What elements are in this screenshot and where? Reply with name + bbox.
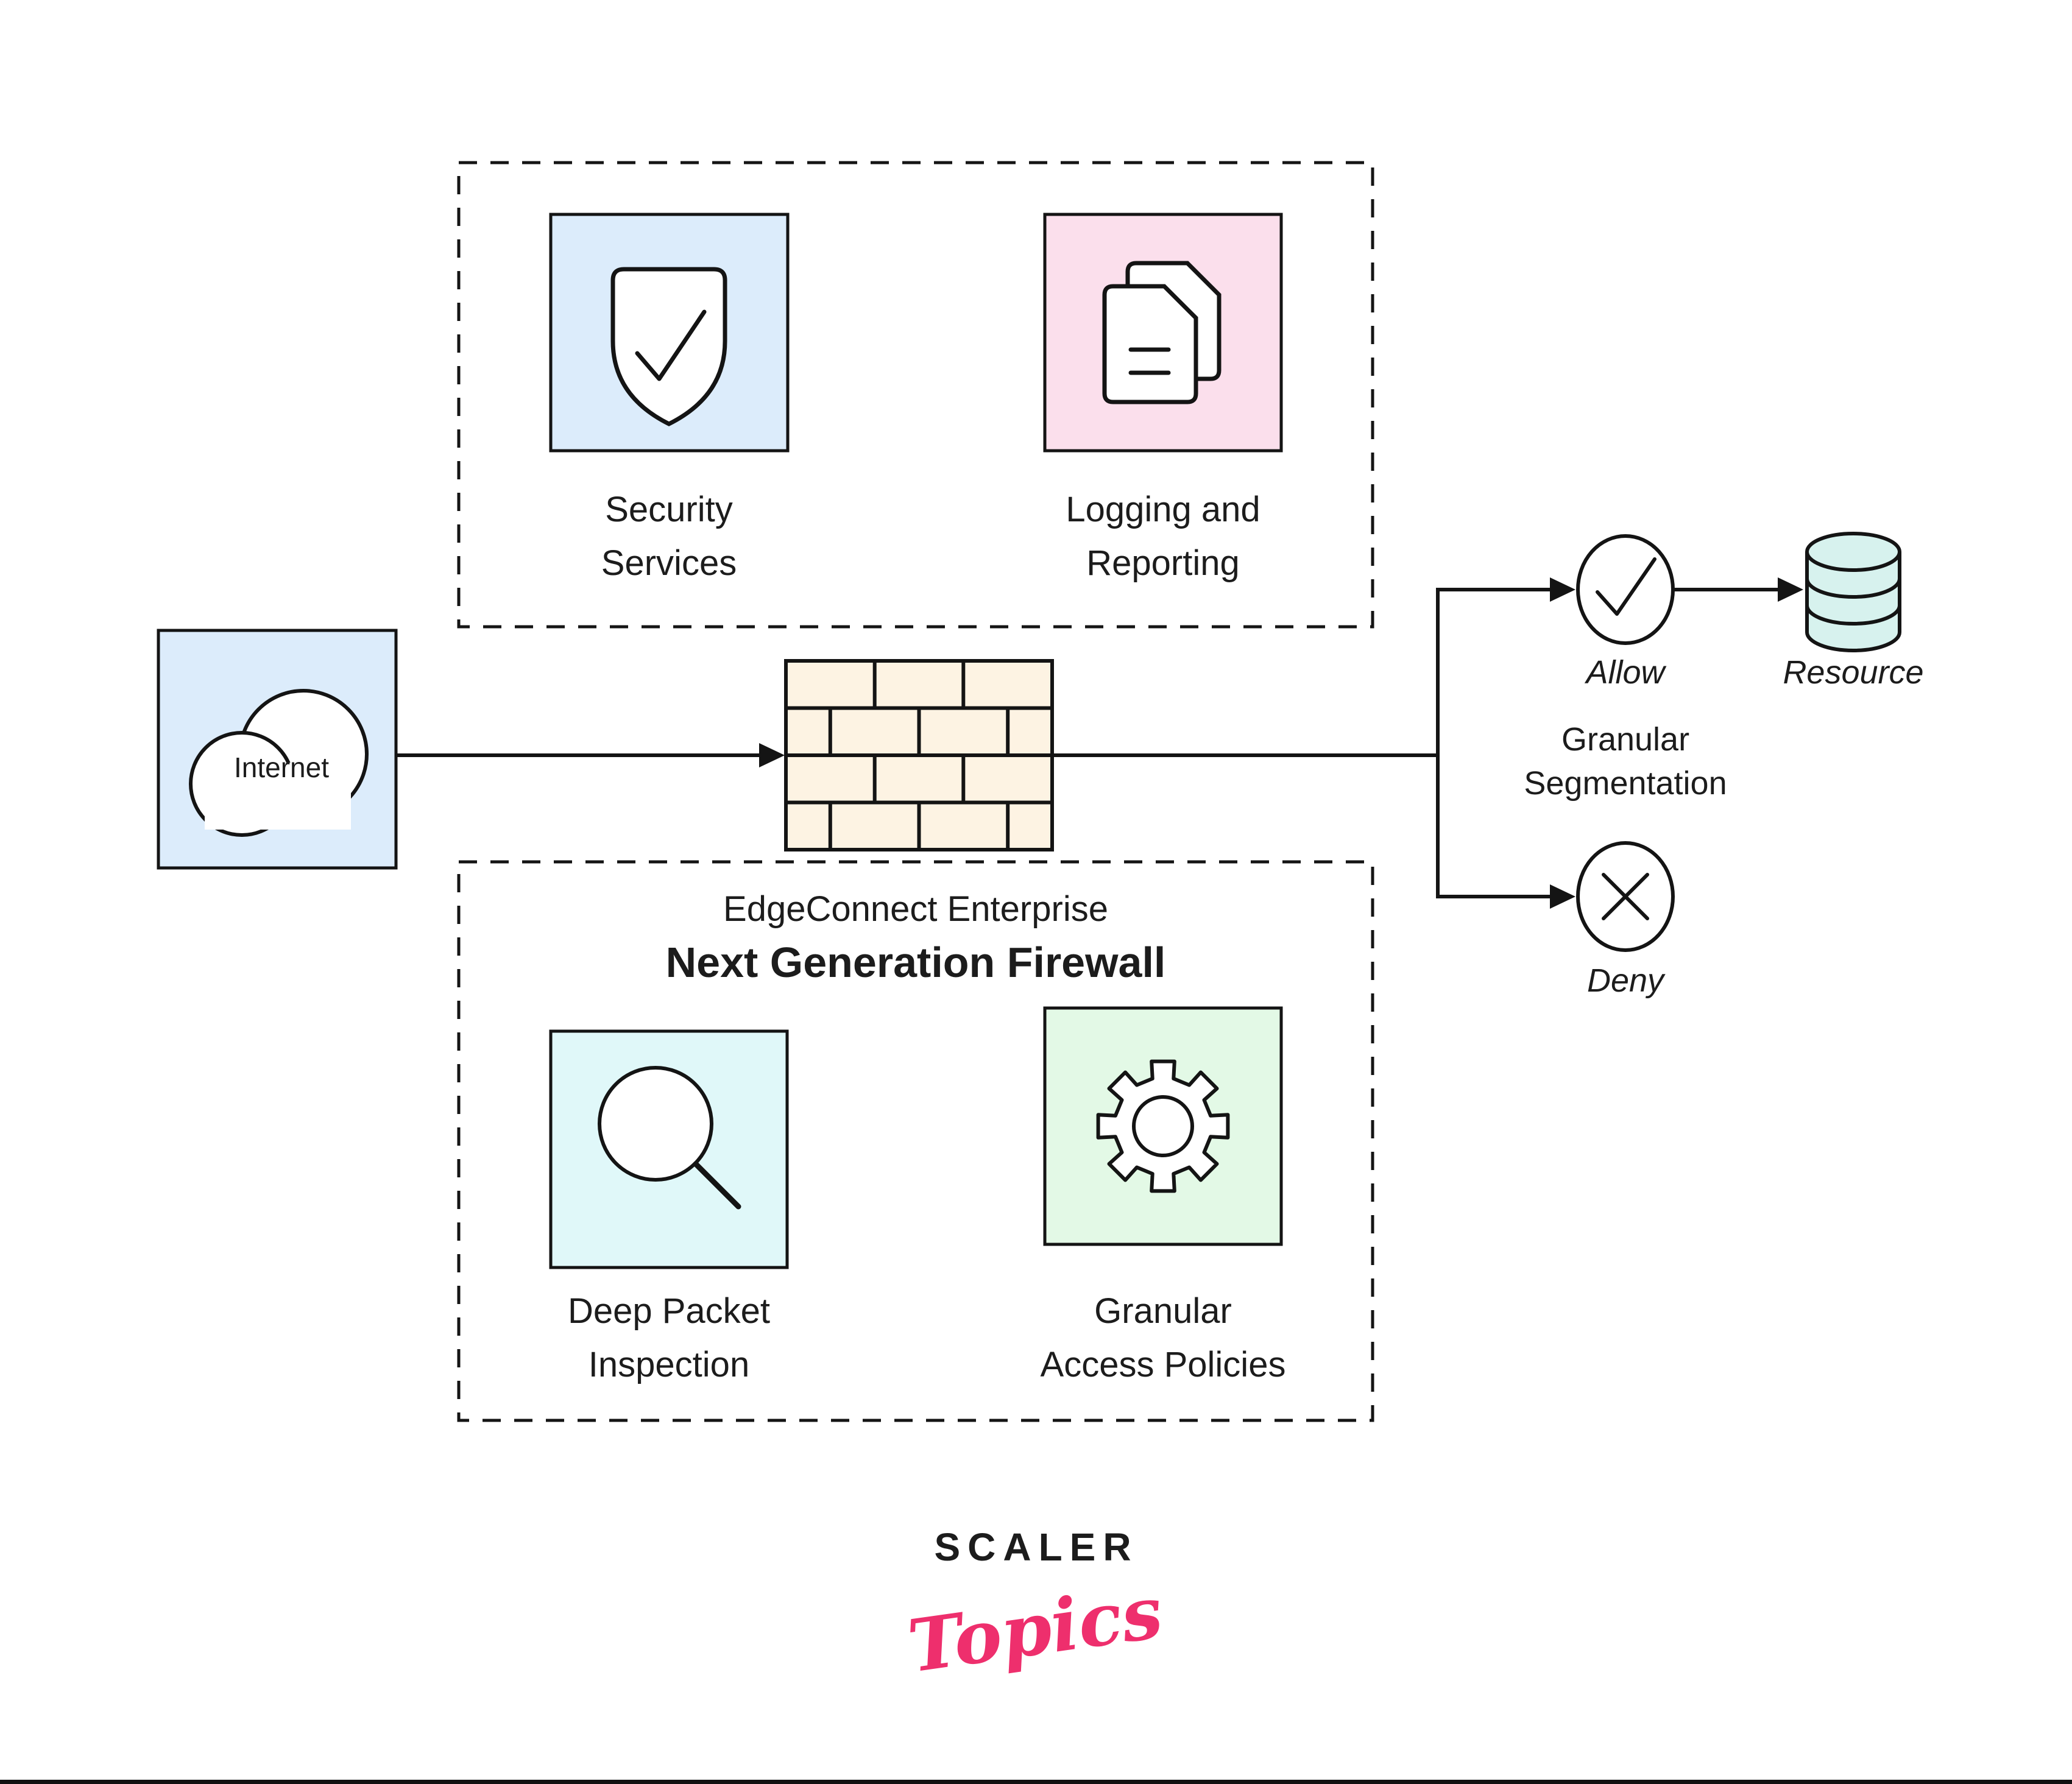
logging-reporting-label-line2: Reporting xyxy=(1086,543,1239,583)
magnifier-icon xyxy=(598,1066,741,1210)
internet-node: Internet xyxy=(157,629,398,870)
granular-access-policies-node: Granular Access Policies xyxy=(1041,1006,1286,1384)
deny-node: Deny xyxy=(1576,841,1675,999)
dpi-label-line1: Deep Packet xyxy=(568,1291,770,1331)
firewall-brick-icon xyxy=(784,659,1054,851)
segmentation-line1: Granular xyxy=(1561,721,1689,758)
logging-reporting-label-line1: Logging and xyxy=(1066,490,1260,529)
gap-label-line2: Access Policies xyxy=(1041,1345,1286,1384)
dpi-label-line2: Inspection xyxy=(589,1345,749,1384)
check-mark xyxy=(1596,557,1657,616)
shield-check-icon xyxy=(610,267,727,426)
internet-label: Internet xyxy=(234,752,329,783)
logging-reporting-node: Logging and Reporting xyxy=(1043,213,1283,583)
services-dashed-group: Security Services Logging and Reporting xyxy=(457,161,1374,629)
scaler-topics-logo: SCALER Topics xyxy=(903,1525,1167,1689)
x-mark-stroke-2 xyxy=(1602,873,1649,920)
arrowhead-into-resource xyxy=(1778,577,1803,602)
arrowhead-into-allow xyxy=(1550,577,1575,602)
security-services-label-line2: Services xyxy=(601,543,737,583)
segmentation-line2: Segmentation xyxy=(1524,765,1727,802)
deep-packet-inspection-node: Deep Packet Inspection xyxy=(549,1029,789,1384)
database-icon xyxy=(1805,532,1901,652)
flow-connectors xyxy=(397,577,1803,909)
allow-node: Allow xyxy=(1576,534,1675,691)
security-services-node: Security Services xyxy=(549,213,790,583)
bottom-border-bar xyxy=(0,1780,2072,1784)
documents-icon xyxy=(1102,261,1222,404)
security-services-label-line1: Security xyxy=(605,490,733,529)
arrowhead-into-deny xyxy=(1550,884,1575,909)
gap-label-line1: Granular xyxy=(1094,1291,1232,1331)
ngfw-title: Next Generation Firewall xyxy=(666,939,1166,986)
arrowhead-into-firewall xyxy=(759,743,785,767)
granular-segmentation-caption: Granular Segmentation xyxy=(1524,721,1727,802)
cloud-icon xyxy=(189,689,369,837)
firewall-mortar-lines xyxy=(786,661,1052,850)
logo-brand-text: SCALER xyxy=(934,1525,1138,1569)
services-dashed-border xyxy=(457,161,1374,629)
deny-label: Deny xyxy=(1587,962,1666,999)
ngfw-dashed-border xyxy=(457,860,1374,1422)
gear-icon xyxy=(1096,1059,1230,1193)
ngfw-dashed-group: EdgeConnect Enterprise Next Generation F… xyxy=(457,860,1374,1422)
resource-node: Resource xyxy=(1783,532,1924,691)
check-circle-icon xyxy=(1576,534,1675,645)
resource-label: Resource xyxy=(1783,654,1923,691)
allow-label: Allow xyxy=(1584,654,1666,691)
ngfw-subtitle: EdgeConnect Enterprise xyxy=(723,889,1108,929)
